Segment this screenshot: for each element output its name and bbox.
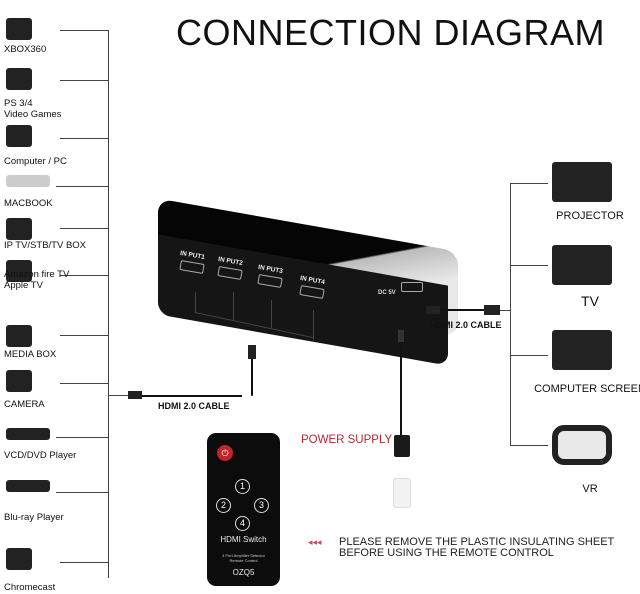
- remote-control: ⏻ 1 2 3 4 HDMI Switch 4 Port Amplifier S…: [207, 433, 280, 586]
- source-label: Chromecast: [4, 582, 56, 593]
- remote-name: HDMI Switch: [220, 535, 267, 544]
- remote-button-2: 2: [216, 498, 231, 513]
- projector-icon: [552, 162, 612, 202]
- notice-arrows: ◂◂◂: [308, 537, 322, 547]
- source-label: Amazon fire TV Apple TV: [4, 269, 70, 291]
- media-box-icon: [6, 325, 32, 347]
- xbox-icon: [6, 18, 32, 40]
- streaming-box-icon: [6, 260, 32, 282]
- tv-icon: [552, 245, 612, 285]
- source-label: Computer / PC: [4, 156, 67, 167]
- output-cable-label: HDMI 2.0 CABLE: [430, 320, 502, 330]
- notice-text: PLEASE REMOVE THE PLASTIC INSULATING SHE…: [339, 536, 615, 559]
- source-connector-line: [60, 30, 108, 31]
- hdmi-plug-icon: [248, 345, 256, 359]
- computer-icon: [6, 125, 32, 147]
- output-connector-line: [510, 183, 548, 184]
- power-button-icon: ⏻: [217, 445, 233, 461]
- monitor-icon: [552, 330, 612, 370]
- source-label: MACBOOK: [4, 198, 53, 209]
- input-cable-line: [108, 395, 136, 396]
- hdmi-plug-icon: [426, 306, 440, 314]
- playstation-icon: [6, 68, 32, 90]
- source-label: VCD/DVD Player: [4, 450, 77, 461]
- source-connector-line: [60, 335, 108, 336]
- output-label: TV: [581, 293, 599, 309]
- output-label: COMPUTER SCREEN: [534, 383, 640, 395]
- source-connector-line: [60, 80, 108, 81]
- power-supply-label: POWER SUPPLY: [301, 434, 393, 446]
- source-bus-line: [108, 30, 109, 578]
- source-connector-line: [60, 228, 108, 229]
- bluray-player-icon: [6, 480, 50, 492]
- source-connector-line: [56, 492, 108, 493]
- remote-brand: OZQ5: [232, 568, 255, 577]
- hdmi-plug-icon: [484, 305, 500, 315]
- source-label: IP TV/STB/TV BOX: [4, 240, 87, 251]
- hdmi-plug-icon: [128, 391, 142, 399]
- output-bus-line: [510, 183, 511, 445]
- source-connector-line: [60, 138, 108, 139]
- page-title: CONNECTION DIAGRAM: [176, 12, 606, 53]
- remote-button-1: 1: [235, 479, 250, 494]
- source-connector-line: [60, 383, 108, 384]
- input-cable-label: HDMI 2.0 CABLE: [158, 401, 230, 411]
- remote-button-3: 3: [254, 498, 269, 513]
- source-label: XBOX360: [4, 44, 47, 55]
- tv-box-icon: [6, 218, 32, 240]
- source-connector-line: [56, 186, 108, 187]
- vr-headset-icon: [552, 425, 612, 465]
- dvd-player-icon: [6, 428, 50, 440]
- remote-button-4: 4: [235, 516, 250, 531]
- output-port-label: OUT PUT: [402, 272, 429, 278]
- output-connector-line: [510, 265, 548, 266]
- output-connector-line: [510, 445, 548, 446]
- source-label: Blu-ray Player: [4, 512, 64, 523]
- usb-plug-icon: [398, 330, 404, 342]
- power-plug-icon: [394, 435, 410, 457]
- source-label: CAMERA: [4, 399, 45, 410]
- output-connector-line: [510, 355, 548, 356]
- output-label: PROJECTOR: [556, 210, 624, 222]
- power-adapter-icon: [393, 478, 411, 508]
- remote-subtitle: 4 Port Amplifier Selector Remote Control: [222, 553, 265, 563]
- output-label: VR: [582, 483, 598, 495]
- laptop-icon: [6, 175, 50, 187]
- source-label: MEDIA BOX: [4, 349, 57, 360]
- chromecast-icon: [6, 548, 32, 570]
- output-port: [401, 282, 423, 292]
- source-connector-line: [60, 275, 108, 276]
- dc-port-label: DC 5V: [378, 290, 396, 296]
- source-label: PS 3/4 Video Games: [4, 98, 62, 120]
- camera-icon: [6, 370, 32, 392]
- source-connector-line: [56, 437, 108, 438]
- source-connector-line: [60, 562, 108, 563]
